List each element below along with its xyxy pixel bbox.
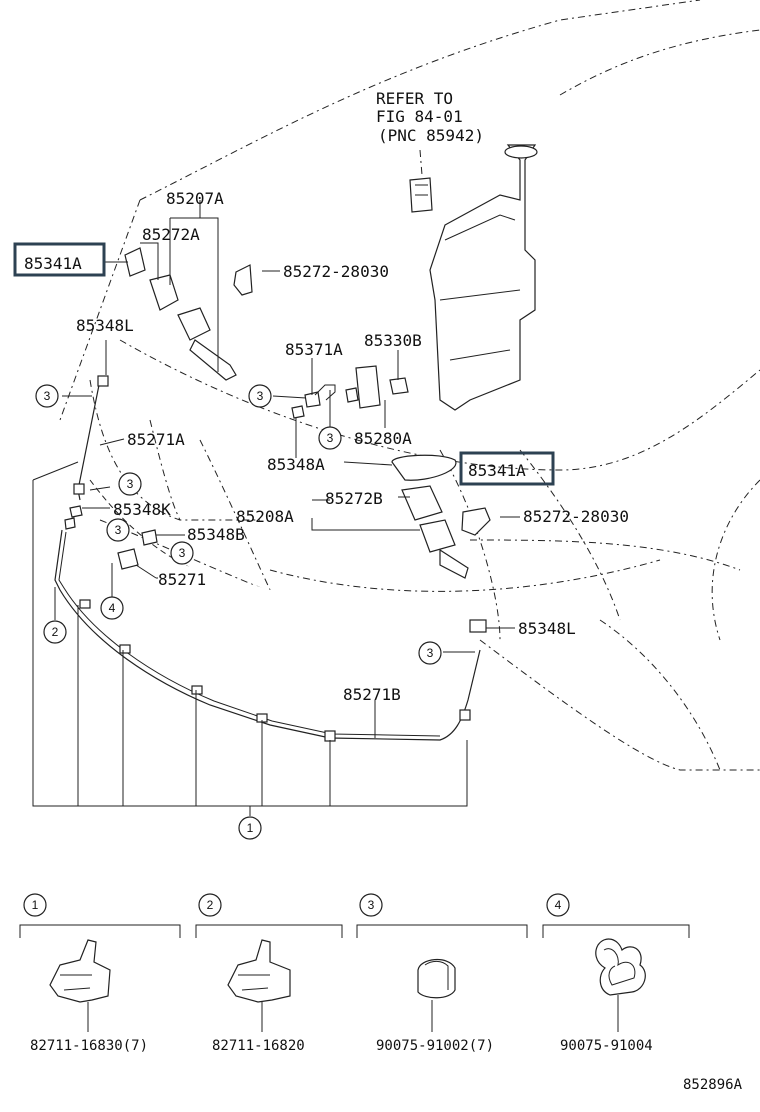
circle-3: 3: [170, 541, 194, 565]
legend-item-1: 1 82711-16830(7): [19, 893, 181, 1054]
svg-text:3: 3: [115, 523, 122, 537]
label-85207A: 85207A: [166, 189, 224, 208]
label-85280A: 85280A: [354, 429, 412, 448]
svg-text:3: 3: [179, 546, 186, 560]
nozzle-left: [124, 247, 237, 381]
label-85341A-left: 85341A: [24, 254, 82, 273]
circle-3: 3: [318, 426, 342, 450]
label-85348L-left: 85348L: [76, 316, 134, 335]
leaders: [54, 200, 520, 738]
circle-2: 2: [43, 620, 67, 644]
label-85272-28030-mid: 85272-28030: [523, 507, 629, 526]
legend-item-3: 3 90075-91002(7): [356, 893, 528, 1054]
refer-text-1: REFER TO: [376, 89, 453, 108]
highlight-box-left: [13, 242, 106, 277]
tubing: [54, 375, 487, 742]
svg-text:3: 3: [327, 431, 334, 445]
legend-part-1: 82711-16830(7): [30, 1038, 148, 1054]
legend-num-4: 4: [555, 898, 562, 912]
svg-text:1: 1: [247, 821, 254, 835]
label-85272B: 85272B: [325, 489, 383, 508]
label-85271: 85271: [158, 570, 206, 589]
label-85348A: 85348A: [267, 455, 325, 474]
label-85348L-right: 85348L: [518, 619, 576, 638]
label-85330B: 85330B: [364, 331, 422, 350]
label-85271B: 85271B: [343, 685, 401, 704]
svg-text:3: 3: [257, 389, 264, 403]
circle-3: 3: [118, 472, 142, 496]
highlight-box-right: [459, 451, 555, 486]
circle-3: 3: [106, 518, 130, 542]
label-85272-28030-top: 85272-28030: [283, 262, 389, 281]
diagram-circles: 3 3 3 3 3 3 3 4 2 1: [35, 384, 442, 840]
svg-text:3: 3: [127, 477, 134, 491]
bracket-1: [32, 461, 468, 816]
label-85271A: 85271A: [127, 430, 185, 449]
nozzle-right: [391, 454, 491, 579]
circle-3: 3: [248, 384, 272, 408]
circle-3: 3: [418, 641, 442, 665]
label-85348B: 85348B: [187, 525, 245, 544]
circle-3: 3: [35, 384, 59, 408]
legend-item-4: 4 90075-91004: [542, 893, 690, 1054]
legend-part-4: 90075-91004: [560, 1038, 653, 1054]
clip-top: [233, 264, 253, 296]
circle-1: 1: [238, 816, 262, 840]
legend-num-1: 1: [32, 898, 39, 912]
refer-text-2: FIG 84-01: [376, 107, 463, 126]
refer-leader: [419, 149, 423, 176]
svg-text:3: 3: [44, 389, 51, 403]
svg-text:3: 3: [427, 646, 434, 660]
callout-labels: REFER TO FIG 84-01 (PNC 85942) 85207A 85…: [24, 89, 629, 704]
legend-num-3: 3: [368, 898, 375, 912]
label-85348K: 85348K: [113, 500, 171, 519]
label-85341A-right: 85341A: [468, 461, 526, 480]
svg-text:4: 4: [109, 601, 116, 615]
washer-pump: [291, 365, 409, 419]
figure-id: 852896A: [683, 1077, 743, 1093]
legend-item-2: 2 82711-16820: [195, 893, 343, 1054]
legend-part-3: 90075-91002(7): [376, 1038, 494, 1054]
refer-text-3: (PNC 85942): [378, 126, 484, 145]
washer-tank: [409, 144, 538, 411]
legend-part-2: 82711-16820: [212, 1038, 305, 1054]
legend-num-2: 2: [207, 898, 214, 912]
label-85208A: 85208A: [236, 507, 294, 526]
label-85371A: 85371A: [285, 340, 343, 359]
circle-4: 4: [100, 596, 124, 620]
svg-text:2: 2: [52, 625, 59, 639]
label-85272A: 85272A: [142, 225, 200, 244]
legend: 1 82711-16830(7) 2 82711-16820 3 90075-9…: [19, 893, 690, 1054]
